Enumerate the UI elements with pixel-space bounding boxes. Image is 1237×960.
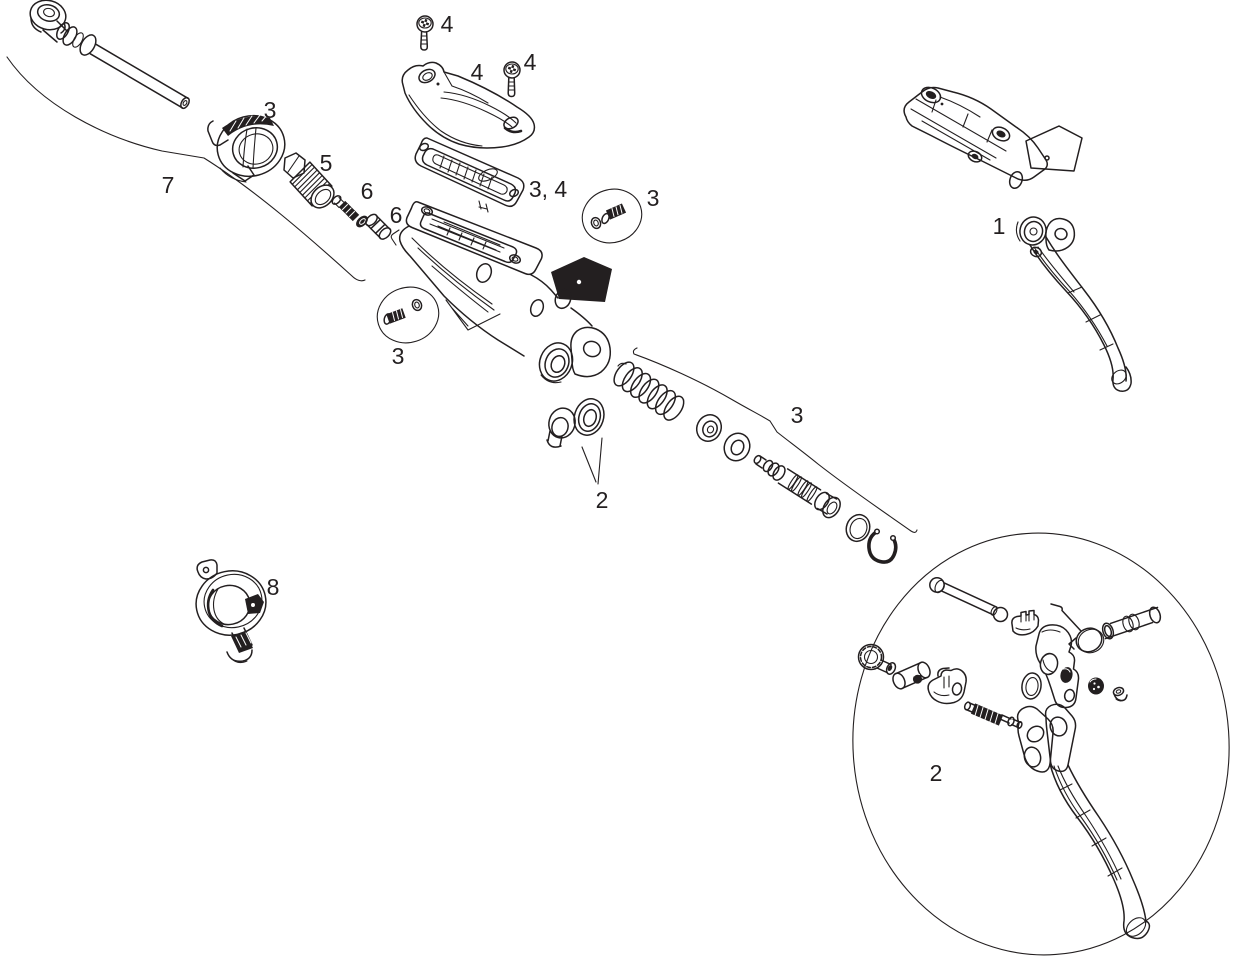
part-label-adjuster-screw: 6: [361, 178, 374, 204]
hose-clamp-cover: [207, 113, 286, 183]
part-label-cover-screw-left: 4: [441, 11, 454, 37]
part-label-bushing-washer: 2: [596, 487, 609, 513]
reservoir-cover: [401, 61, 536, 149]
part-label-handlebar-clamp: 8: [267, 574, 280, 600]
pivot-pin: [929, 577, 1009, 623]
part-label-adjuster-bushing: 6: [390, 202, 403, 228]
complete-lever-assembly: [903, 86, 1132, 392]
torsion-spring: [1050, 603, 1105, 654]
part-label-hose: 7: [162, 172, 175, 198]
master-cylinder-body: [390, 201, 612, 384]
barrel-adjuster: [283, 152, 335, 209]
part-label-blade-kit: 2: [930, 760, 943, 786]
adjuster-bushing: [365, 213, 392, 240]
snap-ring: [867, 529, 898, 564]
pin-bushing: [1011, 609, 1040, 636]
part-label-reservoir-bladder: 3, 4: [529, 176, 568, 202]
hose-leader-line: [6, 56, 366, 282]
part-label-piston-kit: 3: [791, 402, 804, 428]
blade-cradle: [927, 667, 967, 705]
washer-leader-lines: [581, 437, 603, 485]
part-label-bleed-kit-lower: 3: [392, 343, 405, 369]
cam-set-screw: [1088, 677, 1104, 695]
reservoir-bladder: [414, 137, 525, 213]
lever-cam: [1035, 624, 1080, 709]
hydraulic-hose: [29, 0, 190, 110]
reach-adjust-nut: [892, 661, 931, 690]
cam-cap: [1112, 686, 1128, 702]
detail-ellipse: [852, 532, 1230, 956]
part-label-reservoir-cover: 4: [471, 59, 484, 85]
lever-blade: [1016, 703, 1151, 940]
bleed-screw-kit-upper: [581, 188, 643, 244]
part-label-barrel-adjuster: 5: [320, 150, 333, 176]
cam-washer: [1021, 672, 1042, 700]
cover-screw-right: [503, 61, 521, 98]
lever-pivot-sleeve: [1101, 606, 1162, 640]
part-label-bleed-kit-upper: 3: [647, 185, 660, 211]
reach-adjust-screw: [963, 701, 1023, 730]
cover-screw-left: [416, 15, 434, 51]
part-label-lever-assembly: 1: [993, 213, 1006, 239]
piston-kit: [613, 361, 898, 564]
lever-blade-kit: [852, 532, 1230, 956]
reach-adjust-knob: [857, 643, 897, 675]
bushing-washer-pair: [546, 398, 605, 485]
handlebar-clamp: [195, 559, 267, 664]
piston-kit-bracket: [632, 347, 918, 533]
bleed-screw-kit-lower: [376, 286, 440, 344]
adjuster-screw: [331, 195, 368, 228]
part-label-cover-screw-right: 4: [524, 49, 537, 75]
part-label-hose-clamp-cover: 3: [264, 97, 277, 123]
